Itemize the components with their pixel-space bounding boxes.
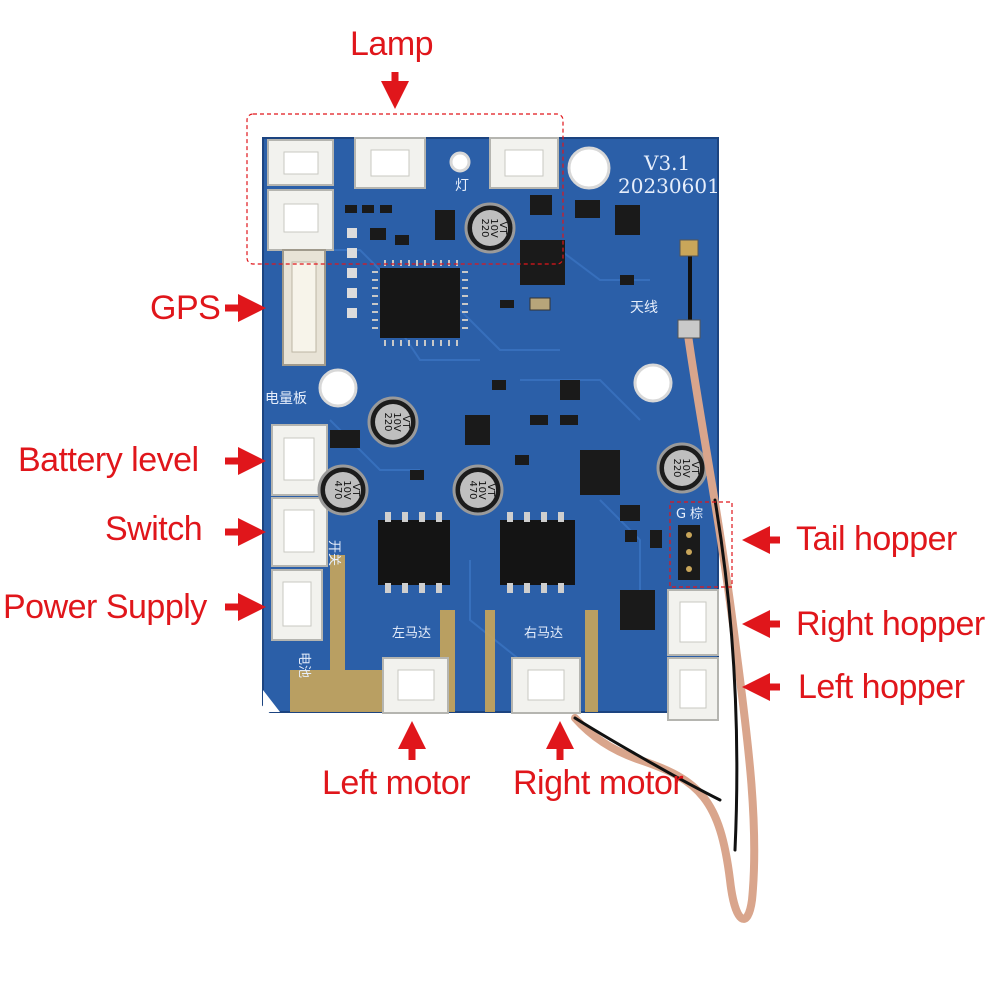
right-hopper-connector (667, 589, 719, 656)
silk-antenna: 天线 (630, 300, 658, 316)
left-motor-label: Left motor (322, 764, 471, 802)
pcb-board (262, 137, 719, 713)
right-hopper-label: Right hopper (796, 605, 985, 643)
capacitor-marking: 220 (671, 458, 682, 477)
lamp-connector (489, 137, 559, 189)
tail-hopper-header (678, 525, 700, 580)
lamp-connector (267, 189, 334, 251)
capacitor-marking: VT (497, 222, 508, 236)
silk-battery-board: 电量板 (265, 391, 307, 407)
capacitor-marking: 10V (341, 480, 352, 500)
right-motor-connector (511, 657, 581, 714)
motor-driver-chip-right (500, 512, 575, 593)
lamp-highlight-box (246, 113, 564, 265)
power-supply-label: Power Supply (3, 588, 207, 626)
silk-tail: 棕 (690, 507, 703, 522)
gps-label: GPS (150, 289, 221, 327)
capacitor-marking: 470 (467, 480, 478, 499)
capacitor-marking: 10V (391, 412, 402, 432)
left-hopper-connector (667, 657, 719, 721)
capacitor-marking: 10V (476, 480, 487, 500)
capacitor-marking: VT (350, 484, 361, 498)
antenna-cable (571, 239, 759, 923)
gps-connector (282, 249, 326, 366)
capacitor-marking: VT (485, 484, 496, 498)
power-supply-connector (271, 569, 323, 641)
motor-driver-chip-left (378, 512, 450, 593)
right-motor-label: Right motor (513, 764, 684, 802)
left-motor-connector (382, 657, 449, 714)
capacitor-marking: VT (400, 416, 411, 430)
battery-level-label: Battery level (18, 441, 199, 479)
silk-battery: 电池 (296, 652, 311, 678)
board-version: V3.1 (643, 151, 690, 175)
silk-g: G (676, 507, 686, 522)
silk-lamp: 灯 (455, 178, 469, 194)
capacitor-marking: 220 (479, 218, 490, 237)
lamp-connector (354, 137, 426, 189)
capacitor-marking: 220 (382, 412, 393, 431)
lamp-label: Lamp (350, 25, 434, 63)
silk-left-motor: 左马达 (392, 626, 431, 641)
silk-switch: 开关 (326, 540, 341, 566)
switch-connector (271, 497, 328, 567)
silk-right-motor: 右马达 (524, 626, 563, 641)
left-hopper-label: Left hopper (798, 668, 965, 706)
capacitor-marking: 470 (332, 480, 343, 499)
switch-label: Switch (105, 510, 203, 548)
board-date: 20230601 (618, 174, 720, 198)
mcu-chip (372, 260, 468, 346)
battery-level-connector (271, 424, 328, 496)
capacitor-marking: 10V (680, 458, 691, 478)
tail-hopper-label: Tail hopper (796, 520, 957, 558)
tail-hopper-highlight-box (669, 501, 733, 588)
capacitor-marking: VT (689, 462, 700, 476)
lamp-connector (267, 139, 334, 186)
capacitor-marking: 10V (488, 218, 499, 238)
